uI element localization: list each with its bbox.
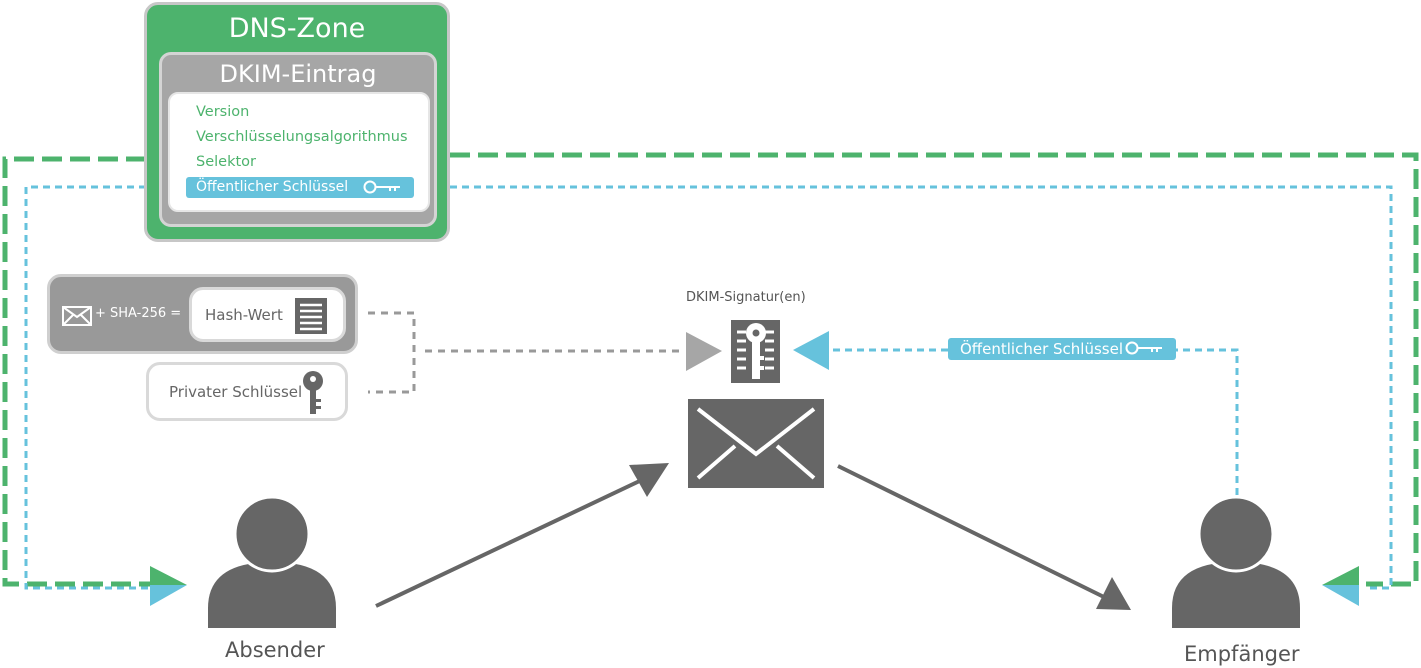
field-selector: Selektor: [196, 154, 256, 170]
hash-connector: [368, 311, 416, 394]
key-icon: [303, 371, 323, 414]
field-algorithm: Verschlüsselungsalgorithmus: [196, 129, 408, 145]
recipient-arrow-green-icon: [1322, 566, 1359, 585]
deliver-arrow-line: [837, 464, 1111, 602]
envelope-icon: [62, 306, 92, 326]
hash-value-label: Hash-Wert: [205, 306, 283, 324]
signature-key-icon: [731, 320, 780, 383]
dns-path-blue-left: [24, 185, 150, 590]
field-public-key-label: Öffentlicher Schlüssel: [196, 179, 349, 195]
verify-connector: [1176, 348, 1239, 495]
sha-formula: + SHA-256 =: [95, 306, 182, 321]
key-outline-icon: [1125, 341, 1162, 355]
dns-zone-box: DNS-Zone DKIM-Eintrag Version Verschlüss…: [144, 2, 450, 242]
deliver-arrow-icon: [1096, 577, 1131, 610]
send-arrow-icon: [629, 463, 669, 497]
sender-person-icon: [208, 495, 336, 628]
field-version: Version: [196, 104, 250, 120]
dns-zone-title: DNS-Zone: [228, 13, 366, 44]
dkim-entry-box: DKIM-Eintrag Version Verschlüsselungsalg…: [159, 52, 437, 227]
send-arrow-line: [375, 475, 649, 608]
hash-box: + SHA-256 = Hash-Wert: [47, 274, 358, 354]
recipient-person-icon: [1172, 495, 1300, 628]
public-key-tag: Öffentlicher Schlüssel: [948, 338, 1176, 360]
private-key-label: Privater Schlüssel: [169, 383, 303, 401]
dkim-signature-label: DKIM-Signatur(en): [686, 290, 806, 305]
recipient-label: Empfänger: [1184, 642, 1300, 666]
email-envelope-icon: [688, 399, 824, 488]
signature-arrow-blue-icon: [793, 331, 829, 370]
private-key-box: Privater Schlüssel: [146, 362, 348, 421]
sender-arrow-green-icon: [150, 566, 187, 585]
field-public-key: Öffentlicher Schlüssel: [186, 177, 414, 198]
dns-path-blue: [450, 185, 1393, 590]
sender-label: Absender: [225, 638, 325, 662]
dns-path-green-left: [2, 156, 150, 587]
hash-value-box: Hash-Wert: [189, 287, 346, 342]
key-outline-icon: [363, 180, 400, 194]
sender-arrow-blue-icon: [150, 585, 187, 606]
document-icon: [295, 298, 327, 334]
dkim-entry-title: DKIM-Eintrag: [219, 60, 377, 88]
public-key-tag-label: Öffentlicher Schlüssel: [960, 340, 1123, 358]
dkim-fields-panel: Version Verschlüsselungsalgorithmus Sele…: [168, 92, 430, 212]
recipient-arrow-blue-icon: [1322, 585, 1359, 606]
signature-arrow-gray-icon: [686, 332, 722, 371]
